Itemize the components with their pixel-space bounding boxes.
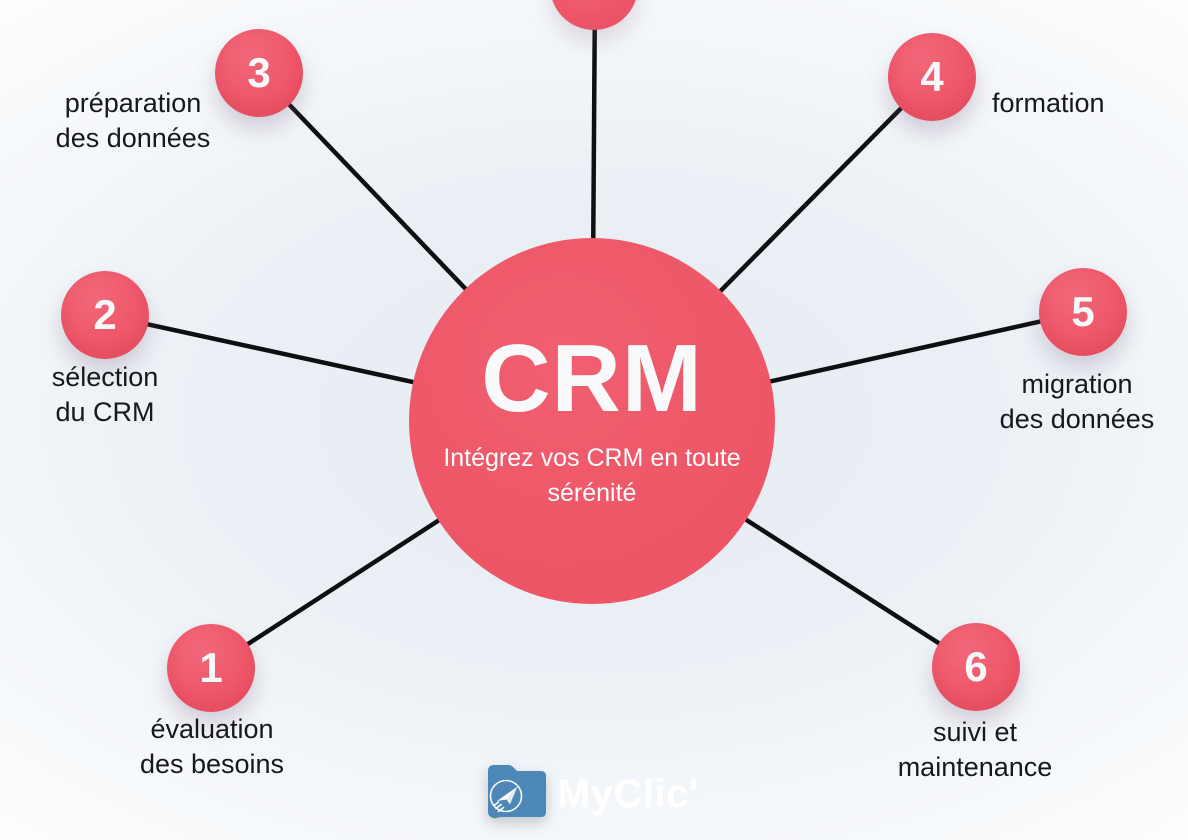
node-circle-3: 3 xyxy=(215,29,303,117)
node-label-5-line1: migration xyxy=(1021,369,1133,399)
node-label-6-line2: maintenance xyxy=(897,752,1053,782)
node-label-1: évaluation des besoins xyxy=(82,712,342,782)
folder-icon xyxy=(488,765,546,819)
node-label-3: préparation des données xyxy=(13,86,253,156)
node-label-2-line1: sélection xyxy=(51,362,159,392)
node-number-4: 4 xyxy=(920,53,944,100)
node-label-6-line1: suivi et xyxy=(932,717,1018,747)
node-label-1-line1: évaluation xyxy=(150,714,274,744)
node-number-1: 1 xyxy=(199,644,223,691)
node-circle-2: 2 xyxy=(61,271,149,359)
node-label-5: migration des données xyxy=(957,367,1188,437)
node-label-4-line1: formation xyxy=(992,88,1105,118)
node-label-3-line1: préparation xyxy=(64,88,202,118)
node-label-1-line2: des besoins xyxy=(139,749,285,779)
central-title: CRM xyxy=(481,325,703,432)
central-subtitle-line1: Intégrez vos CRM xyxy=(443,444,644,472)
node-label-3-line2: des données xyxy=(55,123,211,153)
central-subtitle: Intégrez vos CRM en toute sérénité xyxy=(409,441,775,511)
node-label-4: formation xyxy=(992,86,1188,121)
node-circle-1: 1 xyxy=(167,624,255,712)
node-label-6: suivi et maintenance xyxy=(845,715,1105,785)
node-circle-6: 6 xyxy=(932,623,1020,711)
logo-wordmark: MyClic' xyxy=(557,772,699,816)
node-number-5: 5 xyxy=(1071,288,1095,335)
paper-plane-icon xyxy=(493,786,518,813)
central-subtitle-line2: en toute sérénité xyxy=(547,444,741,507)
node-label-2: sélection du CRM xyxy=(0,360,225,430)
node-label-5-line2: des données xyxy=(999,404,1155,434)
node-number-2: 2 xyxy=(93,291,117,338)
node-number-6: 6 xyxy=(964,643,988,690)
node-circle-4: 4 xyxy=(888,33,976,121)
node-circle-5: 5 xyxy=(1039,268,1127,356)
central-crm-circle: CRM Intégrez vos CRM en toute sérénité xyxy=(409,238,775,604)
node-label-2-line2: du CRM xyxy=(55,397,155,427)
node-number-3: 3 xyxy=(247,49,271,96)
myclic-logo: MyClic' xyxy=(486,758,699,830)
